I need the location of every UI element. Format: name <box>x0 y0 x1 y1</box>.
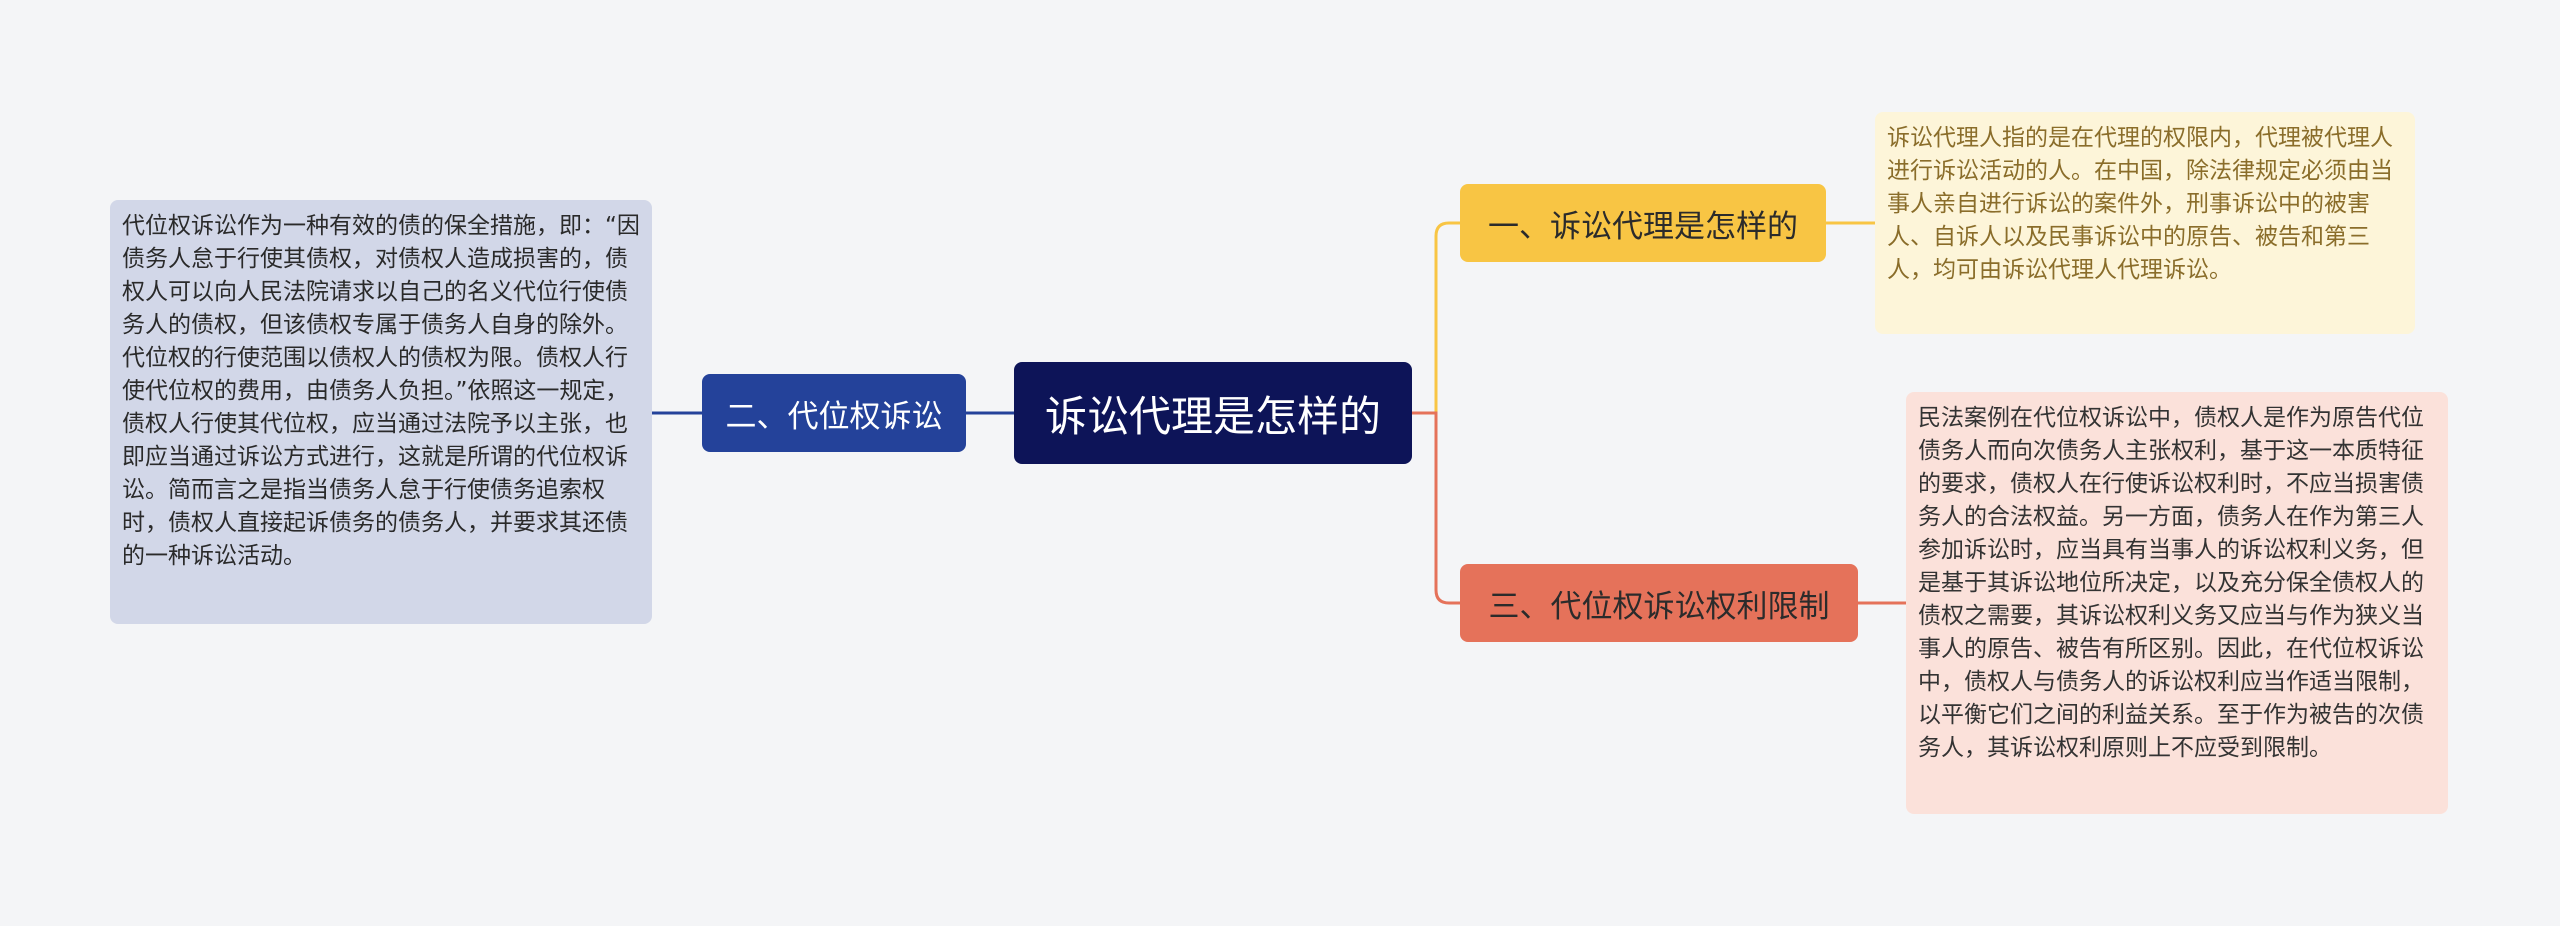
detail-note-1: 诉讼代理人指的是在代理的权限内，代理被代理人进行诉讼活动的人。在中国，除法律规定… <box>1875 112 2415 334</box>
root-topic[interactable]: 诉讼代理是怎样的 <box>1014 362 1412 464</box>
connector-root-branch3 <box>1412 411 1460 605</box>
detail-note-2: 代位权诉讼作为一种有效的债的保全措施，即：“因债务人怠于行使其债权，对债权人造成… <box>110 200 652 624</box>
connector-root-branch1 <box>1412 221 1460 415</box>
root-topic-label: 诉讼代理是怎样的 <box>1044 391 1381 441</box>
branch-topic-2-label: 二、代位权诉讼 <box>725 398 943 435</box>
detail-note-3: 民法案例在代位权诉讼中，债权人是作为原告代位债务人而向次债务人主张权利，基于这一… <box>1906 392 2448 814</box>
branch-topic-1[interactable]: 一、诉讼代理是怎样的 <box>1460 184 1826 262</box>
branch-topic-3[interactable]: 三、代位权诉讼权利限制 <box>1460 564 1858 642</box>
branch-topic-2[interactable]: 二、代位权诉讼 <box>702 374 966 452</box>
branch-topic-3-label: 三、代位权诉讼权利限制 <box>1488 588 1830 625</box>
branch-topic-1-label: 一、诉讼代理是怎样的 <box>1488 208 1798 245</box>
